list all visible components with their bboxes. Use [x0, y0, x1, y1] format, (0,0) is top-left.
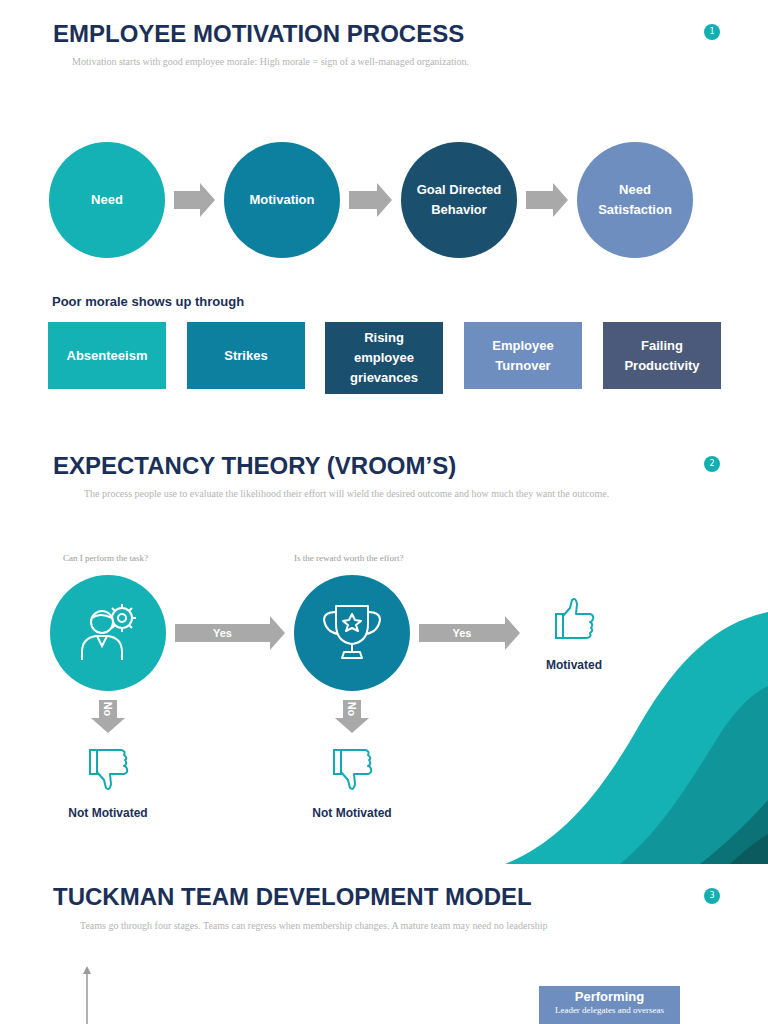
section-title: EXPECTANCY THEORY (VROOM’S)	[53, 452, 456, 480]
process-circle: Need	[49, 142, 165, 258]
thumbs-up-icon	[556, 599, 593, 638]
node-label: Need	[91, 190, 123, 210]
question-text: Can I perform the task?	[63, 553, 148, 563]
symptom-box: Failing Productivity	[603, 322, 721, 389]
axis-line	[86, 972, 88, 1024]
node-label: Motivated	[546, 658, 602, 672]
symptom-box: Strikes	[187, 322, 305, 389]
callout-number: 3	[704, 888, 720, 904]
question-circle: Is the reward worth the effort?	[294, 575, 410, 691]
wave-shape	[730, 834, 768, 864]
arrow-label: No	[102, 702, 114, 717]
stage-body: Leader delegates and overseas	[555, 1005, 664, 1016]
thumbs-down-icon	[334, 750, 371, 789]
stage-box: PerformingLeader delegates and overseas	[539, 986, 680, 1024]
block-arrow	[175, 616, 285, 650]
block-arrow	[526, 183, 568, 217]
question-circle: Can I perform the task?	[50, 575, 166, 691]
arrow-label: Yes	[453, 627, 472, 639]
node-label: Goal Directed Behavior	[411, 180, 507, 220]
symptom-box: Rising employee grievances	[325, 322, 443, 394]
wave-shape	[620, 686, 768, 864]
callout-circle	[704, 456, 720, 472]
symptom-box: Absenteeism	[48, 322, 166, 389]
node-label: Not Motivated	[312, 806, 391, 820]
wave-shape	[700, 800, 768, 864]
arrow-label: Yes	[213, 627, 232, 639]
node-label: Failing Productivity	[613, 336, 711, 376]
node-label: Not Motivated	[68, 806, 147, 820]
process-circle: Goal Directed Behavior	[401, 142, 517, 258]
callout-circle	[704, 24, 720, 40]
outcome-node: Motivated	[529, 598, 619, 672]
section-subtitle: Motivation starts with good employee mor…	[72, 56, 469, 67]
callout-number: 2	[704, 456, 720, 472]
page-title: EMPLOYEE MOTIVATION PROCESS	[53, 20, 464, 48]
stage-heading: Performing	[575, 989, 644, 1005]
block-arrow	[335, 700, 369, 733]
block-arrow	[419, 616, 520, 650]
arrow-label: No	[346, 702, 358, 717]
section-title: TUCKMAN TEAM DEVELOPMENT MODEL	[53, 883, 532, 911]
node-label: Employee Turnover	[474, 336, 572, 376]
wave-shape	[505, 612, 768, 864]
callout-circle	[704, 888, 720, 904]
block-arrow	[91, 700, 125, 733]
process-circle: Motivation	[224, 142, 340, 258]
question-text: Is the reward worth the effort?	[294, 553, 404, 563]
node-label: Rising employee grievances	[335, 328, 433, 388]
group-heading: Poor morale shows up through	[52, 294, 244, 309]
outcome-node: Not Motivated	[48, 742, 168, 820]
block-arrow	[174, 183, 215, 217]
thumbs-down-icon	[90, 750, 127, 789]
node-label: Absenteeism	[67, 346, 148, 366]
process-circle: Need Satisfaction	[577, 142, 693, 258]
node-label: Motivation	[250, 190, 315, 210]
symptom-box: Employee Turnover	[464, 322, 582, 389]
outcome-node: Not Motivated	[292, 742, 412, 820]
node-label: Need Satisfaction	[587, 180, 683, 220]
callout-number: 1	[704, 24, 720, 40]
block-arrow	[349, 183, 392, 217]
node-label: Strikes	[224, 346, 267, 366]
section-subtitle: The process people use to evaluate the l…	[84, 488, 609, 499]
section-subtitle: Teams go through four stages. Teams can …	[80, 920, 547, 931]
axis-arrowhead	[83, 966, 91, 974]
